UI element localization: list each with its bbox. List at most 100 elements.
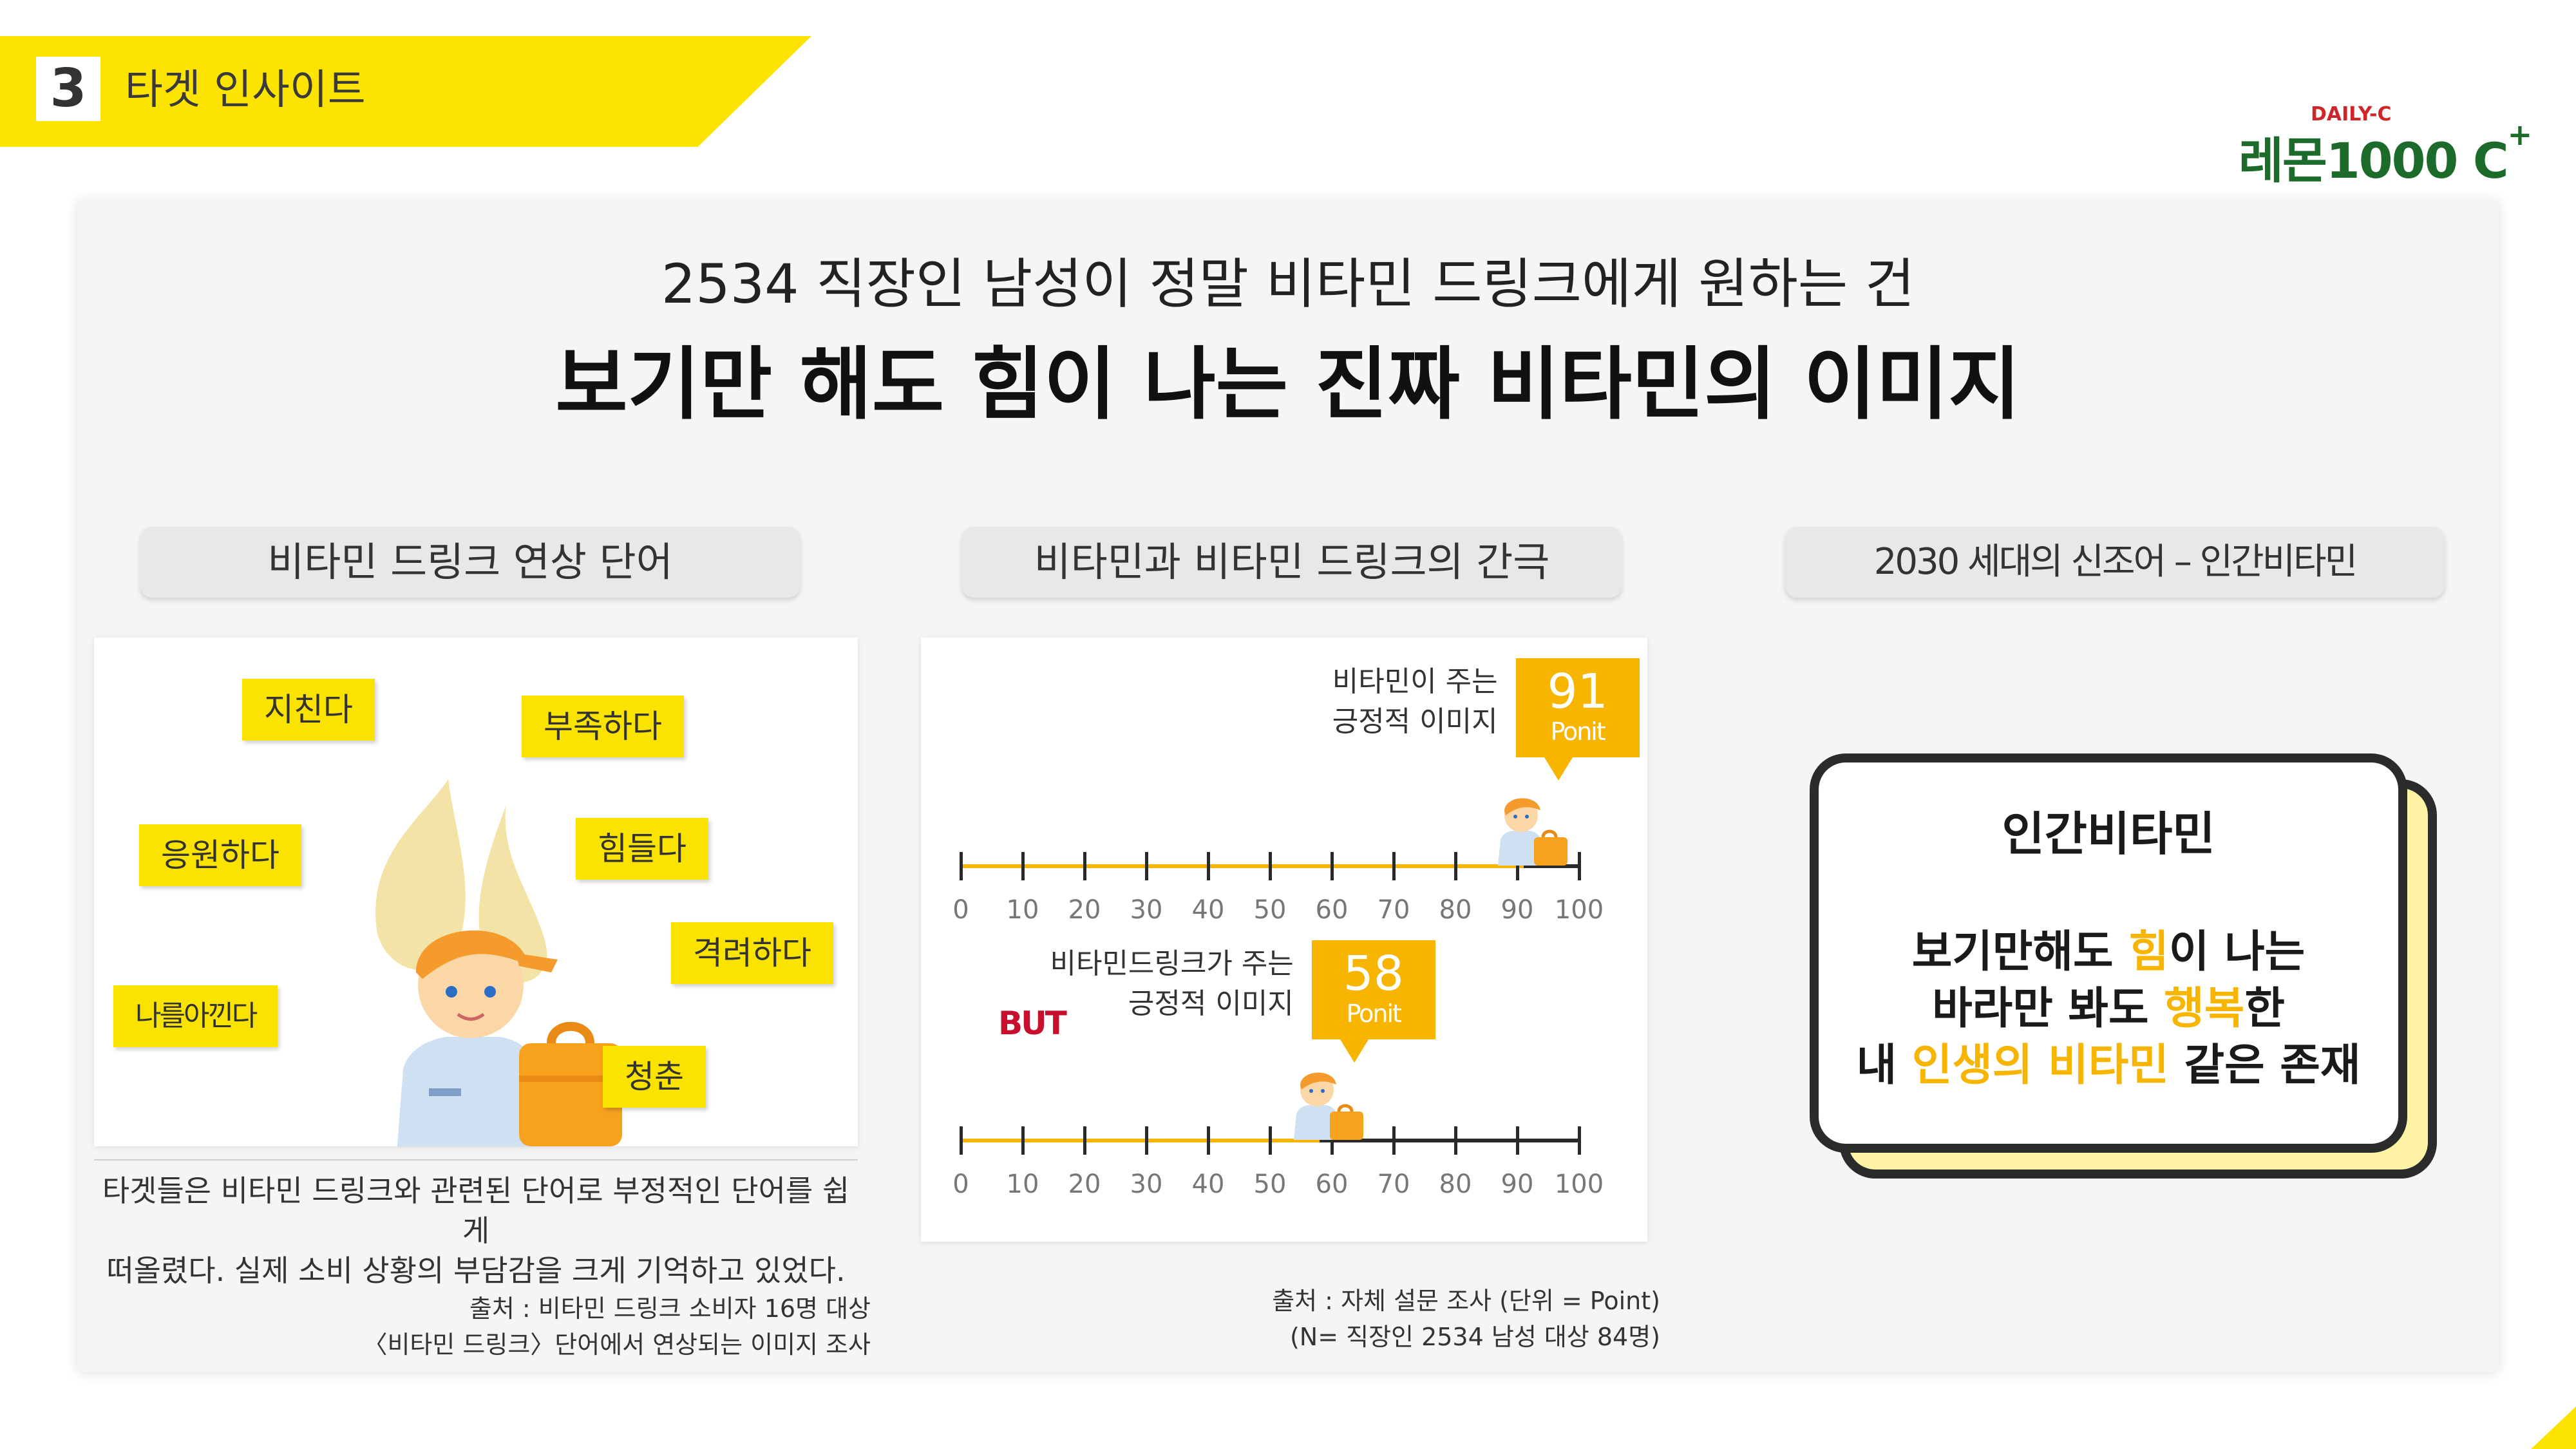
briefcase-icon [519, 1043, 622, 1146]
callout-unit: Ponit [1550, 717, 1605, 746]
line-text: 바라만 봐도 [1932, 983, 2164, 1034]
but-label: BUT [998, 1005, 1067, 1042]
scale-tick [1145, 1126, 1148, 1155]
corner-accent [2531, 1406, 2576, 1449]
worker-illustration [375, 779, 622, 1146]
tick-label: 30 [1130, 1170, 1163, 1199]
line-text: 같은 존재 [2168, 1040, 2361, 1091]
human-vitamin-line: 보기만해도 힘이 나는 [1819, 916, 2398, 980]
scale-fill-bar [961, 1139, 1320, 1142]
word-tag: 청춘 [603, 1046, 706, 1108]
tick-label: 30 [1130, 895, 1163, 925]
right-column-label: 2030 세대의 신조어 – 인간비타민 [1785, 527, 2445, 598]
tick-label: 50 [1253, 895, 1287, 925]
tick-label: 70 [1377, 1170, 1410, 1199]
highlight-text: 행복 [2164, 983, 2245, 1034]
line-text: 이 나는 [2168, 927, 2306, 978]
scale-tick [1392, 852, 1396, 880]
scale-tick [1269, 852, 1272, 880]
tick-label: 80 [1439, 1170, 1472, 1199]
callout-label-line: 비타민이 주는 [1332, 665, 1498, 698]
source-line: 〈비타민 드링크〉단어에서 연상되는 이미지 조사 [363, 1331, 871, 1359]
source-line: (N= 직장인 2534 남성 대상 84명) [1289, 1323, 1660, 1351]
middle-source: 출처 : 자체 설문 조사 (단위 = Point) (N= 직장인 2534 … [921, 1283, 1660, 1355]
word-tag: 힘들다 [576, 818, 708, 880]
word-tag: 부족하다 [522, 696, 684, 757]
description-line: 타겟들은 비타민 드링크와 관련된 단어로 부정적인 단어를 쉽게 [102, 1173, 850, 1248]
word-association-card: 지친다 부족하다 응원하다 힘들다 격려하다 나를아낀다 청춘 [94, 638, 858, 1146]
worker-shirt [397, 1037, 542, 1146]
tick-label: 60 [1315, 1170, 1349, 1199]
tick-label: 20 [1068, 1170, 1101, 1199]
worker-eye-right [484, 986, 496, 998]
tick-label: 50 [1253, 1170, 1287, 1199]
worker-cap [416, 930, 529, 979]
scale-tick [1145, 852, 1148, 880]
callout-unit: Ponit [1346, 999, 1402, 1028]
scale-tick [1392, 1126, 1396, 1155]
highlight-text: 인생의 비타민 [1911, 1040, 2169, 1091]
scale-tick [1083, 1126, 1086, 1155]
word-tag: 나를아낀다 [113, 985, 278, 1047]
tick-label: 0 [952, 895, 969, 925]
tick-label: 20 [1068, 895, 1101, 925]
scale-tick [960, 1126, 963, 1155]
tick-label: 60 [1315, 895, 1349, 925]
headline-subtitle: 2534 직장인 남성이 정말 비타민 드링크에게 원하는 건 [661, 252, 1915, 316]
tick-label: 40 [1191, 895, 1225, 925]
scale-fill-bar [961, 864, 1524, 868]
human-vitamin-title: 인간비타민 [2002, 807, 2215, 861]
scale-tick [1516, 1126, 1519, 1155]
tick-label: 70 [1377, 895, 1410, 925]
human-vitamin-card [1810, 753, 2407, 1153]
word-tag: 격려하다 [671, 922, 833, 984]
callout-value: 91 [1547, 664, 1608, 719]
tick-label: 80 [1439, 895, 1472, 925]
scale-tick [1454, 852, 1457, 880]
brand-tagline: DAILY-C [2311, 103, 2392, 126]
briefcase-handle [547, 1021, 594, 1044]
scale-tick [1083, 852, 1086, 880]
left-source: 출처 : 비타민 드링크 소비자 16명 대상 〈비타민 드링크〉단어에서 연상… [94, 1291, 871, 1363]
highlight-text: 힘 [2128, 927, 2169, 978]
scale-tick [1269, 1126, 1272, 1155]
scale-tick [1578, 852, 1581, 880]
worker-smile [457, 1012, 485, 1021]
word-tag: 지친다 [242, 679, 375, 741]
briefcase-strap [519, 1075, 622, 1082]
scale-axis [960, 1126, 1581, 1155]
scale-tick [1516, 852, 1519, 880]
scale-tick [1207, 852, 1210, 880]
worker-eye-left [446, 986, 457, 998]
scale-tick [1021, 852, 1025, 880]
tick-label: 10 [1006, 1170, 1039, 1199]
section-title: 타겟 인사이트 [125, 66, 366, 114]
scale-tick [1578, 1126, 1581, 1155]
tick-label: 100 [1554, 1170, 1604, 1199]
callout-value: 58 [1343, 946, 1404, 1001]
section-number: 3 [36, 57, 100, 121]
brand-plus: + [2507, 117, 2533, 152]
tick-label: 40 [1191, 1170, 1225, 1199]
brand-name: 레몬1000 C [2239, 132, 2509, 189]
left-column-label: 비타민 드링크 연상 단어 [140, 527, 800, 598]
line-text: 내 [1856, 1040, 1912, 1091]
callout-label-line: 긍정적 이미지 [1128, 987, 1294, 1020]
worker-marker-icon [1497, 798, 1567, 866]
scale-tick [1331, 852, 1334, 880]
line-text: 보기만해도 [1911, 927, 2129, 978]
scale-tick [960, 852, 963, 880]
idea-droplet-left [375, 779, 466, 971]
line-text: 한 [2244, 983, 2285, 1034]
source-line: 출처 : 자체 설문 조사 (단위 = Point) [1272, 1287, 1660, 1315]
tick-label: 0 [952, 1170, 969, 1199]
brand-logo: 레몬1000 C+ [2239, 117, 2532, 192]
callout-label-line: 긍정적 이미지 [1332, 705, 1498, 738]
description-line: 떠올렸다. 실제 소비 상황의 부담감을 크게 기억하고 있었다. [106, 1253, 846, 1288]
scale-tick [1207, 1126, 1210, 1155]
